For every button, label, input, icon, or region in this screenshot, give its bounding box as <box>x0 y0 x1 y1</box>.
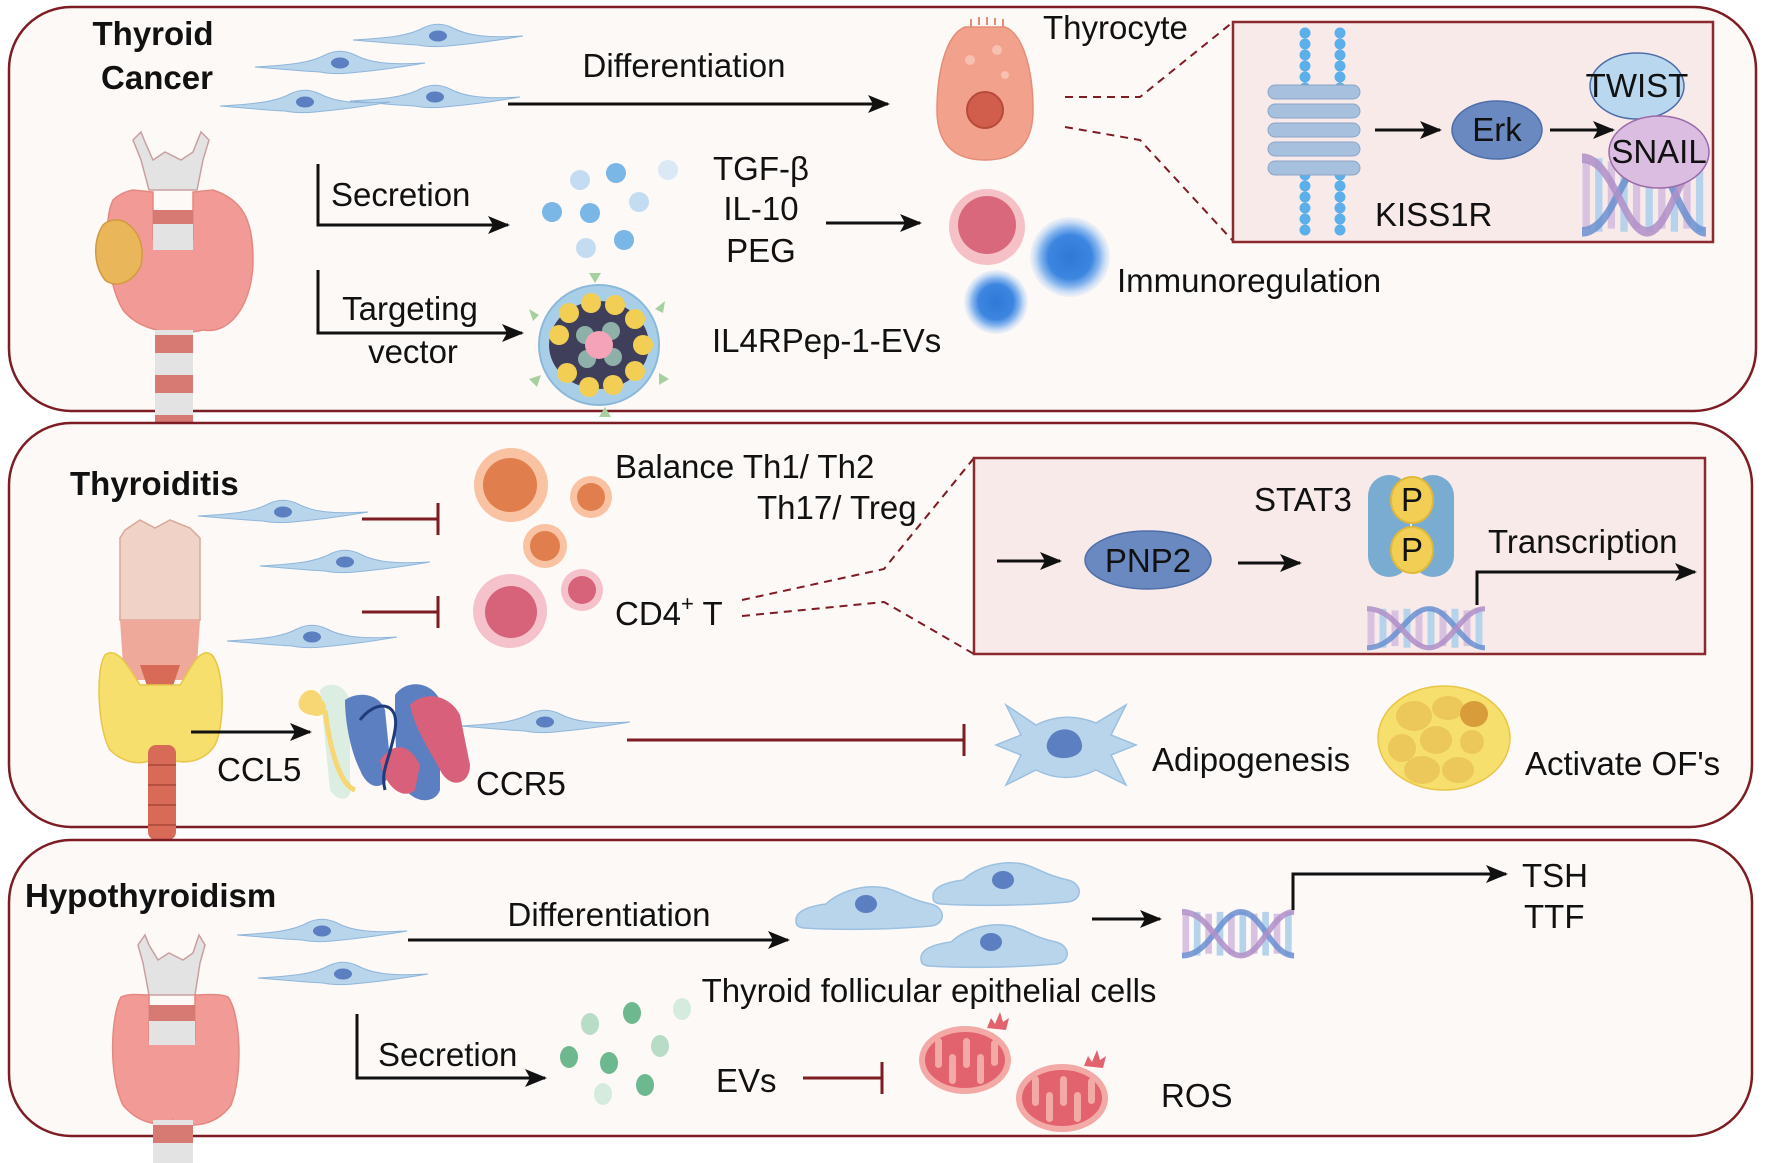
secretion-arrow <box>316 164 510 234</box>
ccr5-receptor-icon <box>298 684 470 801</box>
zoom-guide-lower <box>741 600 975 655</box>
panel-thyroid-cancer: Thyroid Cancer Differentiation <box>7 5 1758 450</box>
factor-peg: PEG <box>726 232 796 269</box>
panel-thyroiditis: Thyroiditis Balance Th1/ Th2 Th17/ Treg … <box>7 421 1754 840</box>
zoom-guide-upper <box>1065 21 1234 98</box>
targeting-label-line1: Targeting <box>342 290 478 327</box>
panel-title: Thyroiditis <box>70 465 239 502</box>
phospho-label-top: P <box>1401 481 1423 518</box>
activate-ofs-label: Activate OF's <box>1525 745 1720 782</box>
gene-expression-arrow <box>1291 865 1508 910</box>
immunoregulation-label: Immunoregulation <box>1117 262 1381 299</box>
membrane-receptor-icon <box>1267 27 1361 236</box>
phospho-label-bottom: P <box>1401 531 1423 568</box>
inset-stat3-pathway: PNP2 STAT3 P P Transcription <box>972 456 1707 656</box>
ros-label: ROS <box>1161 1077 1233 1114</box>
differentiation-label: Differentiation <box>507 896 710 933</box>
targeting-arrow <box>316 270 524 342</box>
cd4-t-label: CD4+ T <box>615 591 723 632</box>
panel-title: Hypothyroidism <box>25 877 276 914</box>
zoom-guide-lower <box>1064 126 1234 242</box>
twist-label: TWIST <box>1586 67 1689 104</box>
adipocyte-icon <box>1377 685 1511 791</box>
inhibit-cd4-t <box>362 596 440 628</box>
evs-label: EVs <box>716 1062 777 1099</box>
tsh-label: TSH <box>1522 857 1588 894</box>
ttf-label: TTF <box>1524 898 1584 935</box>
balance-label-line1: Balance Th1/ Th2 <box>615 448 874 485</box>
thyroid-tumor-icon <box>95 130 254 450</box>
inhibit-adipogenesis <box>627 724 966 756</box>
pnp2-label: PNP2 <box>1105 542 1191 579</box>
thyrocyte-icon <box>936 17 1034 161</box>
panel-title-line2: Cancer <box>101 59 213 96</box>
inset-kiss1r-pathway: Erk TWIST SNAIL KISS1R <box>1231 20 1715 244</box>
ccl5-label: CCL5 <box>217 751 301 788</box>
thyroid-icon <box>111 933 240 1163</box>
immune-cell-icon <box>949 189 1110 334</box>
stat3-label: STAT3 <box>1254 481 1352 518</box>
adipogenesis-label: Adipogenesis <box>1152 741 1350 778</box>
secretion-label: Secretion <box>378 1036 517 1073</box>
stat3-dimer-icon <box>1368 475 1454 577</box>
thyrocyte-label: Thyrocyte <box>1043 9 1188 46</box>
balance-label-line2: Th17/ Treg <box>757 489 917 526</box>
secretion-label: Secretion <box>331 176 470 213</box>
panel-hypothyroidism: Hypothyroidism Differentiation Thyroid f… <box>7 838 1754 1163</box>
targeting-label-line2: vector <box>368 333 458 370</box>
cytokine-particles-icon <box>542 160 678 258</box>
factor-il10: IL-10 <box>723 190 798 227</box>
zoom-guide-upper <box>741 457 975 601</box>
panel-frame <box>7 838 1754 1138</box>
snail-label: SNAIL <box>1611 133 1706 170</box>
erk-node <box>1451 100 1543 160</box>
kiss1r-label: KISS1R <box>1375 196 1492 233</box>
engineered-ev-icon <box>529 273 669 417</box>
snail-node <box>1608 115 1710 189</box>
follicular-cells-label: Thyroid follicular epithelial cells <box>702 972 1157 1009</box>
transcription-arrow <box>1475 563 1697 605</box>
ev-particles-icon <box>560 998 691 1105</box>
differentiation-label: Differentiation <box>582 47 785 84</box>
thyroid-goiter-icon <box>98 519 223 840</box>
orbital-fibroblast-icon <box>993 702 1139 787</box>
secretion-arrow <box>355 1014 547 1087</box>
ev-label: IL4RPep-1-EVs <box>712 322 941 359</box>
pnp2-node <box>1084 530 1212 590</box>
inhibit-ros <box>803 1062 884 1094</box>
erk-label: Erk <box>1472 111 1522 148</box>
t-cell-icon <box>473 448 612 648</box>
transcription-label: Transcription <box>1488 523 1678 560</box>
inhibit-th-balance <box>362 503 440 535</box>
panel-title-line1: Thyroid <box>93 15 214 52</box>
ccr5-label: CCR5 <box>476 765 566 802</box>
factor-tgfb: TGF-β <box>713 150 809 187</box>
